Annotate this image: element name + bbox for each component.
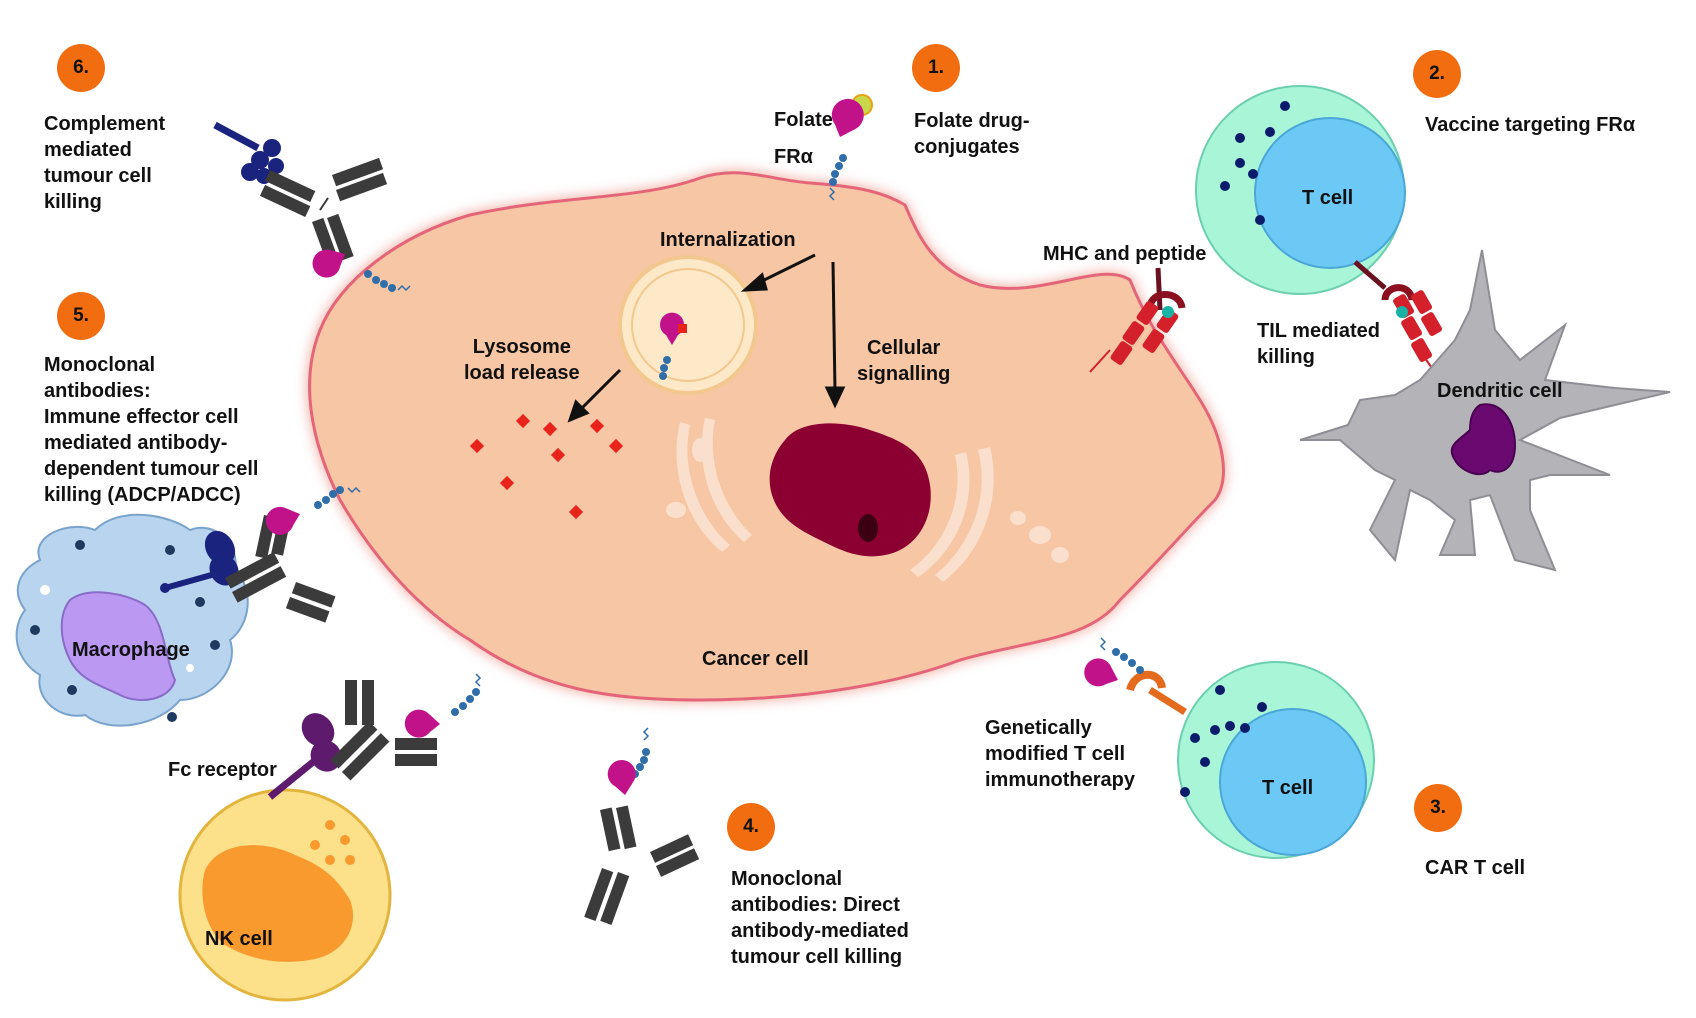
macrophage-label: Macrophage (72, 639, 190, 661)
dendritic-cell (1299, 249, 1671, 572)
complement-antibody (213, 121, 411, 292)
step-badge-2: 2. (1413, 50, 1461, 98)
step-badge-5: 5. (57, 292, 105, 340)
dendritic-cell-label: Dendritic cell (1437, 380, 1563, 402)
mhc-peptide-cancer (1089, 267, 1186, 373)
direct-antibody (584, 727, 700, 925)
step-badge-3: 3. (1414, 784, 1462, 832)
golgi-left (666, 418, 752, 552)
mhc-peptide-label: MHC and peptide (1043, 243, 1207, 265)
lysosome-label: Lysosome load release (464, 336, 580, 384)
genetically-modified-label: Genetically modified T cell immunotherap… (985, 717, 1136, 791)
car-t-cell (1084, 637, 1375, 859)
nk-cell-label: NK cell (205, 928, 273, 950)
step-badge-1: 1. (912, 44, 960, 92)
step-2-text: Vaccine targeting FRα (1425, 114, 1636, 136)
step-5-text: Monoclonal antibodies: Immune effector c… (44, 354, 259, 506)
step-badge-4: 4. (727, 803, 775, 851)
t-cell-top-label: T cell (1302, 187, 1354, 209)
step-3-text: CAR T cell (1425, 857, 1526, 879)
folate-label: Folate (774, 109, 833, 131)
folate-receptor-top (828, 94, 873, 201)
internalization-label: Internalization (660, 229, 796, 251)
fr-alpha-label: FRα (774, 146, 813, 168)
nk-cell (178, 713, 392, 1002)
cellular-signalling-label: Cellular signalling (857, 337, 951, 385)
released-drug-particles (469, 413, 624, 520)
mhc-peptide-dendritic (1353, 260, 1443, 381)
step-6-text: Complement mediated tumour cell killing (44, 113, 166, 213)
cancer-cell (308, 171, 1225, 702)
step-4-text: Monoclonal antibodies: Direct antibody-m… (731, 868, 909, 968)
fc-receptor-label: Fc receptor (168, 759, 277, 781)
til-killing-label: TIL mediated killing (1257, 320, 1380, 368)
cancer-cell-label: Cancer cell (702, 648, 809, 670)
golgi-right (910, 447, 1069, 582)
t-cell-bottom-label: T cell (1262, 777, 1314, 799)
nucleus (769, 423, 931, 557)
adcc-antibody-upper (224, 486, 361, 623)
step-1-text: Folate drug- conjugates (914, 110, 1030, 158)
step-badge-6: 6. (57, 44, 105, 92)
adcc-antibody-lower (330, 673, 482, 781)
lysosome (618, 255, 758, 395)
arrows (567, 253, 846, 423)
t-cell-top (1195, 85, 1406, 295)
macrophage-cell (15, 513, 249, 740)
